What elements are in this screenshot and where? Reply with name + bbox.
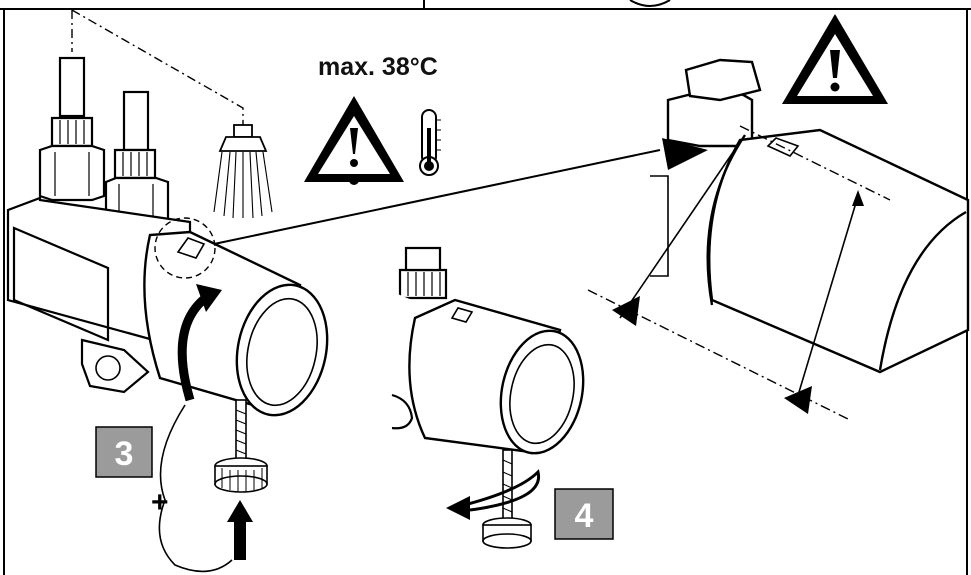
- warning-triangle-icon-large: [782, 14, 888, 104]
- connection-dashed-line: [71, 9, 244, 125]
- thermometer-icon: [419, 109, 441, 176]
- detail-view-cylinder: [650, 58, 970, 374]
- pointer-arrows: [612, 138, 864, 414]
- thermostat-handle-left: [143, 230, 329, 417]
- step-4-badge: 4: [554, 488, 614, 540]
- adjusting-screw-middle: [482, 449, 532, 549]
- thermostat-handle-middle: [408, 298, 585, 455]
- detail-magnifier-circle: [154, 217, 216, 279]
- push-up-arrow-icon: [158, 404, 253, 573]
- warning-triangle-icon-small: [304, 96, 404, 185]
- mixer-body-middle: [388, 246, 448, 430]
- max-temperature-label: max. 38°C: [318, 53, 438, 81]
- mixer-body-left: [6, 56, 192, 394]
- step-4-label: 4: [575, 497, 594, 535]
- rotate-arrow-icon: [177, 284, 222, 402]
- plus-sign: +: [151, 486, 169, 519]
- step-3-label: 3: [115, 435, 134, 473]
- shower-head-icon: [213, 124, 273, 219]
- detail-leader-line: [213, 149, 661, 245]
- measurement-lines: [619, 141, 859, 403]
- step-3-badge: 3: [95, 426, 153, 478]
- adjusting-screw-left: [214, 399, 268, 493]
- rotate-counterclockwise-arrow-icon: [446, 469, 541, 520]
